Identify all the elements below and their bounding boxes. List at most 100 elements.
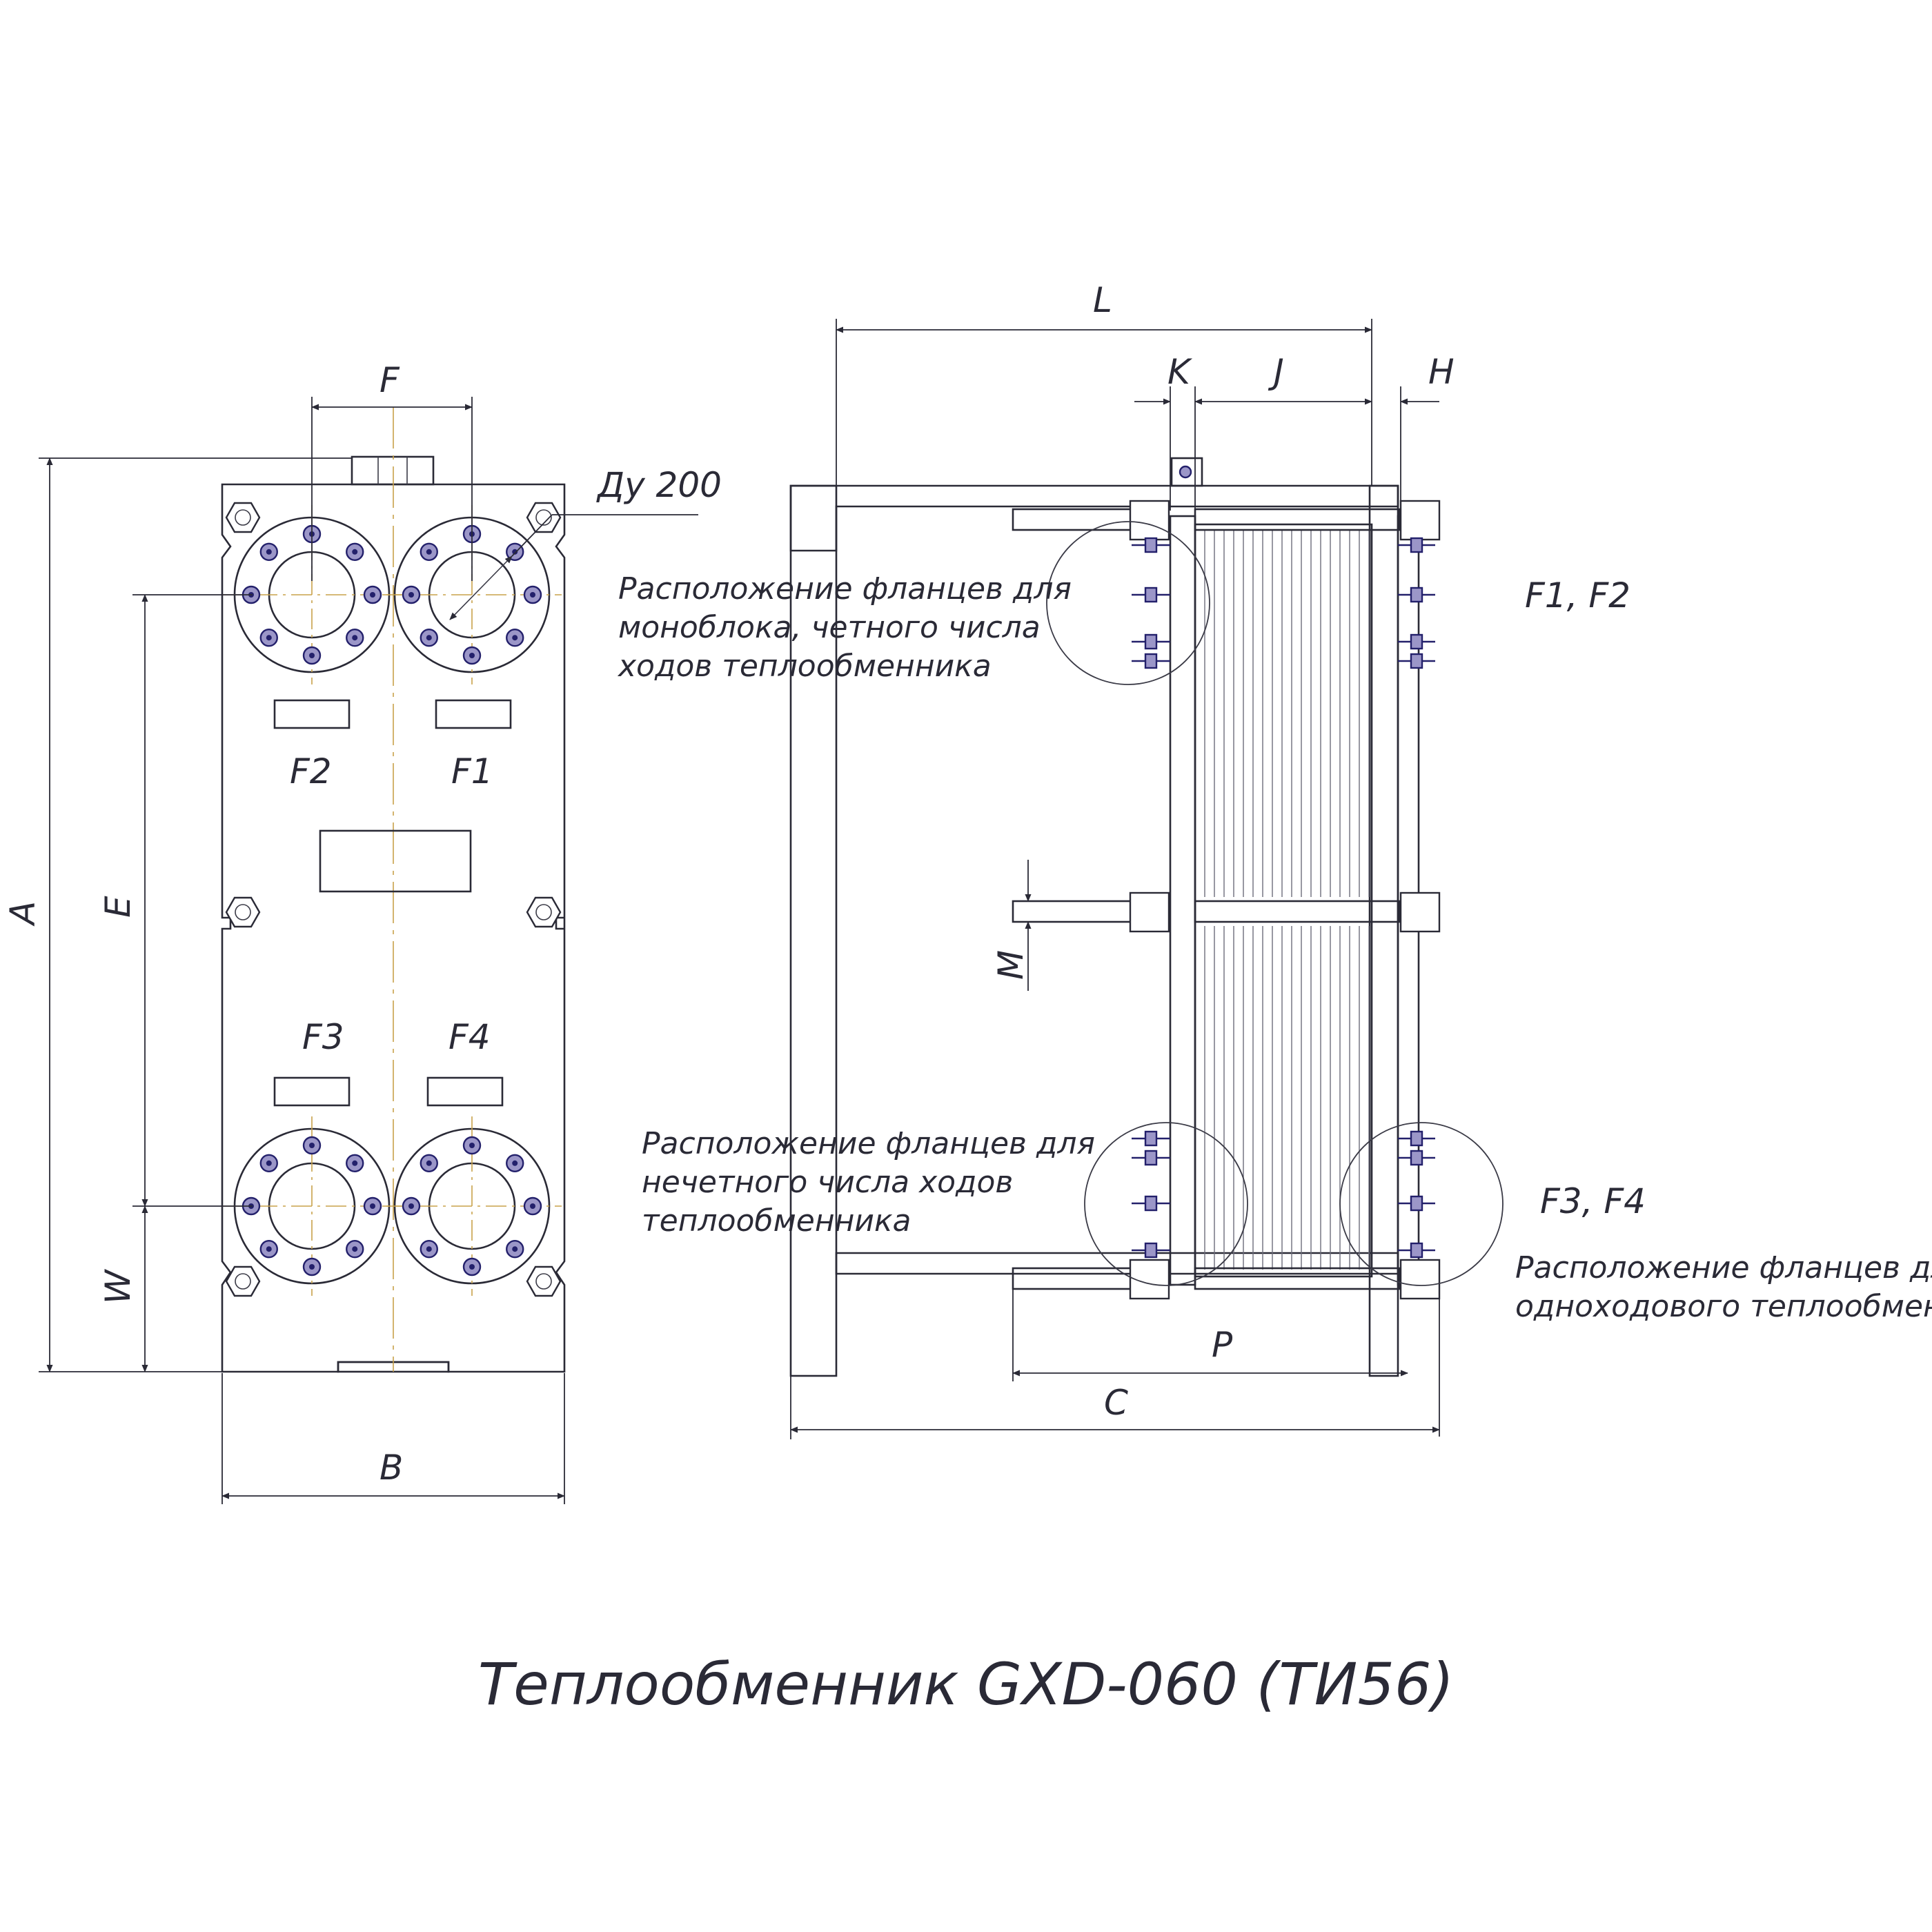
bolt-icon	[346, 1240, 364, 1259]
stud-icon	[1132, 633, 1170, 650]
plate-lines	[1204, 530, 1370, 1270]
top-guide-bar	[351, 455, 435, 486]
stud-icon	[1398, 537, 1435, 553]
dim-label-j: J	[1268, 352, 1284, 392]
window-f2	[273, 699, 351, 729]
bolt-icon	[506, 542, 524, 561]
bolt-icon	[402, 1196, 421, 1216]
nut-icon	[225, 1265, 261, 1297]
dim-label-h: H	[1428, 352, 1455, 392]
port-label-f1: F1	[451, 751, 493, 791]
stud-icon	[1398, 586, 1435, 603]
callout-circle-top-left	[1046, 521, 1210, 685]
dim-label-w: W	[98, 1269, 138, 1304]
note-line: Расположение фланцев для	[1515, 1250, 1932, 1285]
stud-icon	[1398, 1130, 1435, 1147]
bolt-icon	[346, 542, 364, 561]
bolt-icon	[259, 1154, 278, 1172]
window-f3	[273, 1076, 351, 1107]
end-support	[1368, 484, 1399, 1377]
stud-icon	[1132, 586, 1170, 603]
bolt-icon	[462, 1136, 482, 1155]
dim-label-m: M	[991, 950, 1031, 980]
nut-icon	[225, 502, 261, 533]
bolt-icon	[420, 1154, 438, 1172]
port-label-f3: F3	[302, 1017, 344, 1057]
nut-icon	[526, 896, 562, 928]
note-line: теплообменника	[642, 1203, 911, 1239]
bolt-icon	[506, 1240, 524, 1259]
side-flange-studs	[1132, 537, 1435, 1259]
nut-icon	[225, 896, 261, 928]
nut-icon	[526, 502, 562, 533]
nameplate	[319, 829, 472, 893]
stud-icon	[1398, 1242, 1435, 1259]
bolt-icon	[259, 629, 278, 647]
note-single-pass: Расположение фланцев для одноходового те…	[1515, 1250, 1932, 1324]
note-line: Расположение фланцев для	[642, 1126, 1095, 1161]
bolt-icon	[462, 1257, 482, 1276]
stud-icon	[1398, 653, 1435, 669]
dim-label-b: B	[379, 1448, 403, 1488]
dn-leader	[511, 514, 553, 557]
stud-icon	[1132, 537, 1170, 553]
stud-icon	[1132, 1130, 1170, 1147]
callout-circle-bottom-right	[1339, 1122, 1504, 1286]
dim-label-k: K	[1167, 352, 1193, 392]
note-line: ходов теплообменника	[617, 649, 992, 684]
bolt-icon	[420, 1240, 438, 1259]
bolt-icon	[462, 646, 482, 665]
bottom-guide-bar-side	[835, 1252, 1399, 1275]
bolt-icon	[346, 629, 364, 647]
note-line: Расположение фланцев для	[618, 571, 1072, 607]
bolt-icon	[523, 585, 542, 604]
dim-label-a: A	[3, 901, 43, 927]
window-f1	[435, 699, 512, 729]
window-f4	[426, 1076, 504, 1107]
top-bracket	[1170, 457, 1203, 487]
dim-label-p: P	[1212, 1325, 1233, 1365]
bolt-icon	[363, 1196, 382, 1216]
note-line: моноблока, четного числа	[618, 610, 1041, 645]
bolt-icon	[420, 629, 438, 647]
support-column	[789, 484, 838, 1377]
callout-circle-bottom-left	[1084, 1122, 1248, 1286]
corner-nuts	[225, 502, 562, 1297]
port-label-f1-f2: F1, F2	[1525, 575, 1630, 615]
stud-icon	[1132, 1195, 1170, 1212]
stud-icon	[1132, 1242, 1170, 1259]
bolt-icon	[506, 1154, 524, 1172]
port-label-f4: F4	[448, 1017, 491, 1057]
dim-label-c: C	[1104, 1383, 1128, 1423]
bolt-icon	[302, 646, 322, 665]
stud-icon	[1398, 633, 1435, 650]
stud-icon	[1132, 653, 1170, 669]
stud-icon	[1398, 1195, 1435, 1212]
nut-icon	[526, 1265, 562, 1297]
note-line: одноходового теплообменника	[1515, 1289, 1932, 1324]
bolt-icon	[259, 542, 278, 561]
note-odd-passes: Расположение фланцев для нечетного числа…	[642, 1126, 1105, 1239]
front-flanges	[222, 505, 562, 1296]
dim-label-l: L	[1093, 280, 1112, 320]
bolt-icon	[302, 1136, 322, 1155]
bolt-icon	[346, 1154, 364, 1172]
dim-label-f: F	[379, 360, 400, 400]
nominal-diameter-label: Ду 200	[596, 465, 722, 505]
flange	[382, 1116, 562, 1296]
stud-icon	[1132, 1150, 1170, 1166]
bolt-icon	[363, 585, 382, 604]
drawing-title: Теплообменник GXD-060 (ТИ56)	[478, 1650, 1454, 1718]
bolt-icon	[523, 1196, 542, 1216]
fixed-plate	[1169, 515, 1196, 1286]
port-label-f2: F2	[290, 751, 332, 791]
bolt-icon	[302, 1257, 322, 1276]
dim-label-e: E	[98, 896, 138, 918]
tie-rods	[1012, 500, 1441, 1300]
bolt-icon	[506, 629, 524, 647]
bolt-icon	[420, 542, 438, 561]
top-carrying-bar	[789, 484, 1399, 552]
bolt-icon	[259, 1240, 278, 1259]
front-view: F2 F1 F3 F4 Ду 200 F A E W B	[3, 360, 722, 1504]
